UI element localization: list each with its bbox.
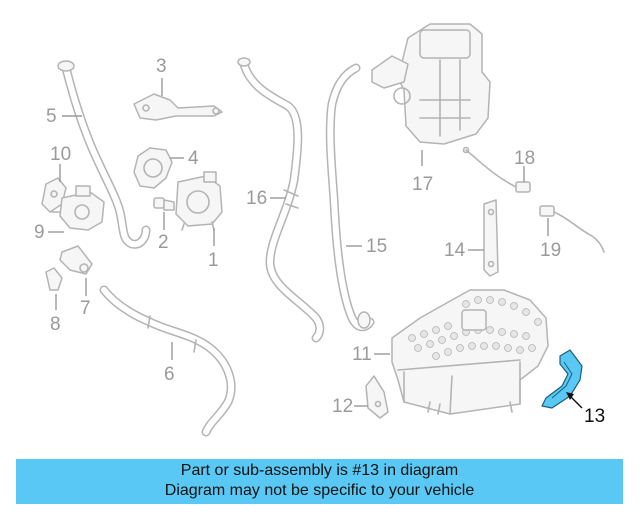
callout-3: 3 [156, 56, 167, 77]
leader-13-arrowhead [566, 392, 574, 400]
callout-7: 7 [80, 298, 91, 319]
part-14-bracket [483, 199, 499, 277]
callout-19: 19 [540, 240, 561, 261]
callout-8: 8 [50, 314, 61, 335]
callout-6: 6 [164, 364, 175, 385]
part-11-canister [391, 289, 549, 415]
callout-16: 16 [246, 188, 267, 209]
callout-1: 1 [208, 250, 219, 271]
part-13-bracket-highlighted[interactable] [541, 349, 583, 409]
callout-10: 10 [50, 144, 71, 165]
part-6-hose [99, 285, 236, 437]
callout-11: 11 [352, 344, 372, 365]
part-1-pump [175, 171, 223, 231]
callout-12: 12 [332, 396, 353, 417]
caption-bar: Part or sub-assembly is #13 in diagram D… [16, 459, 623, 504]
part-9-valve [51, 185, 105, 231]
callout-13[interactable]: 13 [584, 406, 605, 427]
callout-2: 2 [158, 232, 169, 253]
part-12-bracket [365, 375, 389, 419]
callout-4: 4 [188, 148, 199, 169]
part-8-clip [45, 267, 63, 291]
part-7-fitting [59, 245, 93, 275]
part-13-shape[interactable] [541, 349, 583, 409]
exploded-parts-diagram: 5 3 4 10 9 2 1 [34, 23, 605, 437]
callout-15: 15 [366, 236, 387, 257]
callout-9: 9 [34, 222, 45, 243]
callout-18: 18 [514, 148, 535, 169]
part-17-valve-assembly [371, 23, 491, 145]
callout-14: 14 [444, 240, 466, 261]
part-18-sensor [462, 146, 531, 193]
part-19-sensor [539, 205, 605, 253]
callout-5: 5 [46, 106, 57, 127]
part-16-hose [237, 57, 325, 343]
part-3-bracket [133, 93, 223, 121]
part-15-hose [325, 63, 375, 332]
part-2-bolt [153, 197, 175, 211]
callout-17: 17 [412, 174, 433, 195]
caption-line-1: Part or sub-assembly is #13 in diagram [180, 462, 459, 479]
caption-line-2: Diagram may not be specific to your vehi… [164, 482, 475, 499]
part-13-detail [551, 361, 573, 399]
part-11-vent-pattern [408, 296, 542, 360]
part-4-gasket [133, 147, 173, 189]
